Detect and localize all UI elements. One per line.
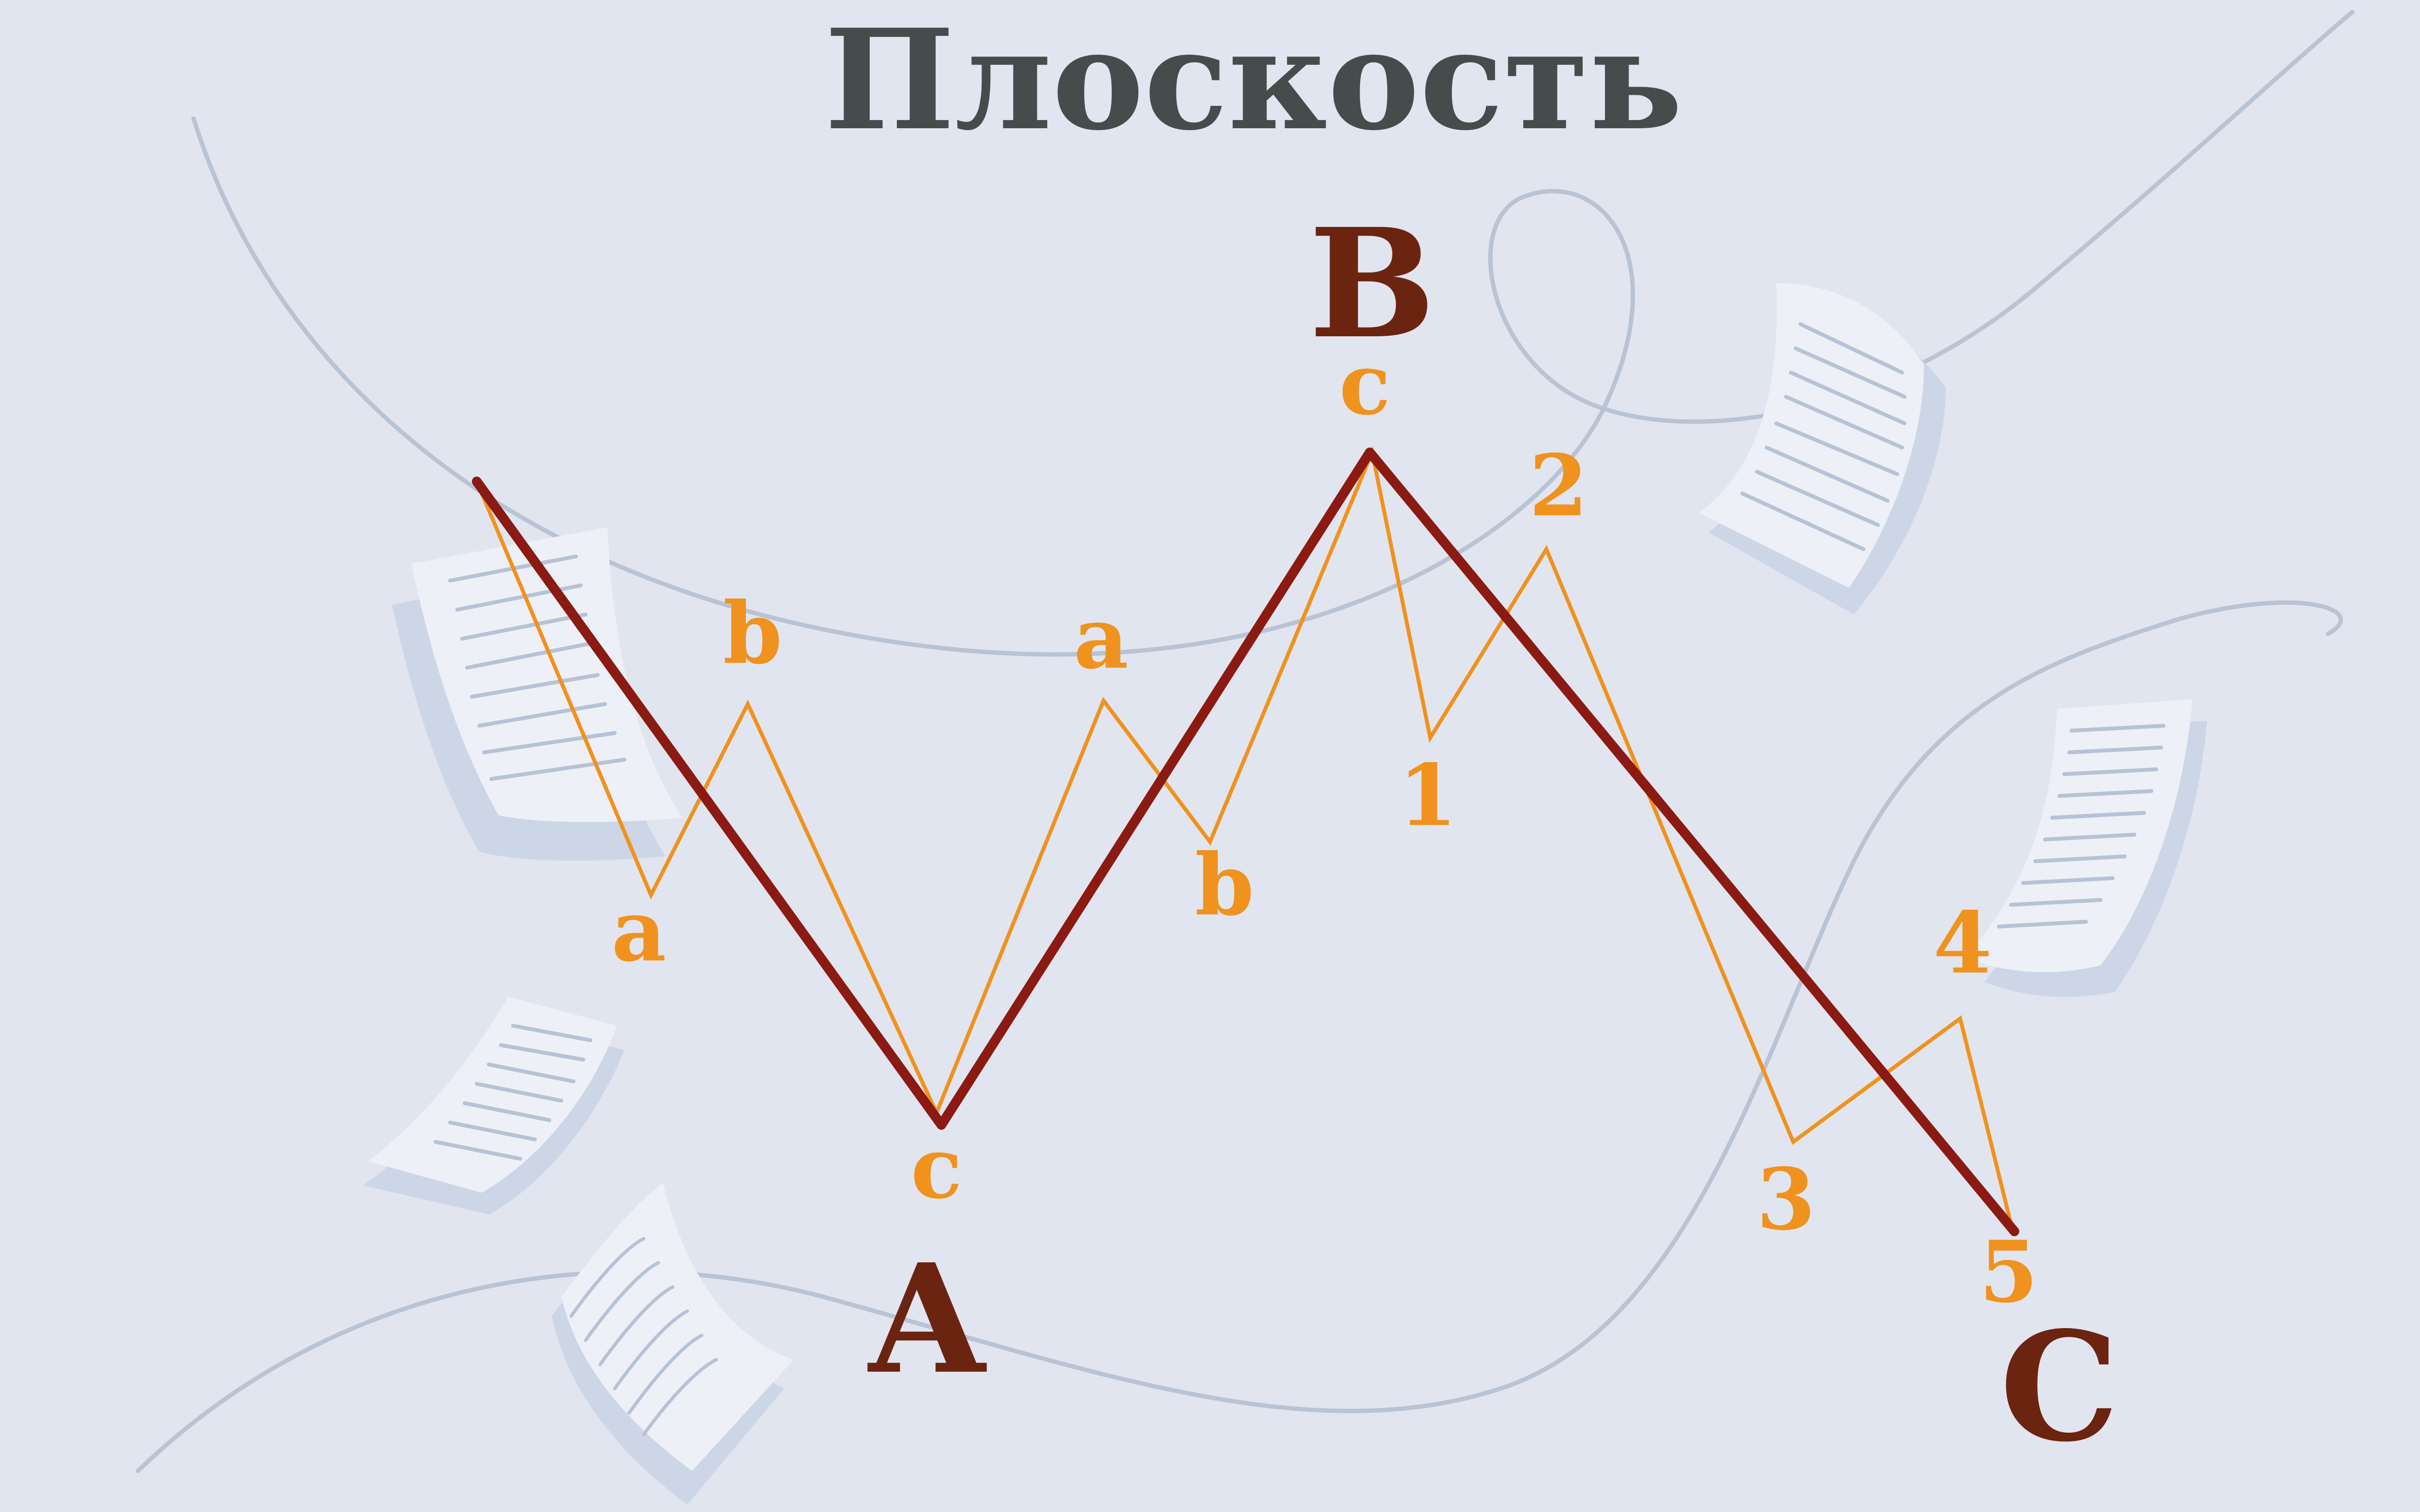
label-minor-1: 1: [1398, 746, 1457, 845]
paper-sheet-bottom-left: [552, 1183, 794, 1505]
label-minor-c-2: c: [1339, 335, 1391, 434]
sub-wave-line: [475, 446, 2015, 1234]
label-minor-2: 2: [1529, 436, 1588, 536]
label-minor-3: 3: [1756, 1150, 1815, 1249]
page-title: Плоскость: [824, 0, 1682, 161]
background-curve-top: [191, 10, 2355, 657]
label-major-A: A: [866, 1231, 988, 1407]
paper-sheet-right: [1965, 699, 2207, 997]
label-major-B: B: [1309, 196, 1436, 372]
label-minor-c-1: c: [911, 1119, 963, 1218]
label-minor-4: 4: [1933, 894, 1992, 993]
label-minor-5: 5: [1979, 1223, 2038, 1322]
label-major-C: C: [2000, 1299, 2119, 1475]
paper-sheet-mid-left: [363, 997, 624, 1214]
label-minor-b-2: b: [1195, 836, 1254, 935]
label-minor-a-1: a: [611, 882, 666, 981]
paper-sheet-left: [392, 527, 682, 861]
paper-sheet-top-right: [1699, 283, 1946, 614]
main-wave-line: [472, 448, 2019, 1236]
label-minor-b-1: b: [723, 584, 782, 683]
label-minor-a-2: a: [1074, 589, 1128, 688]
